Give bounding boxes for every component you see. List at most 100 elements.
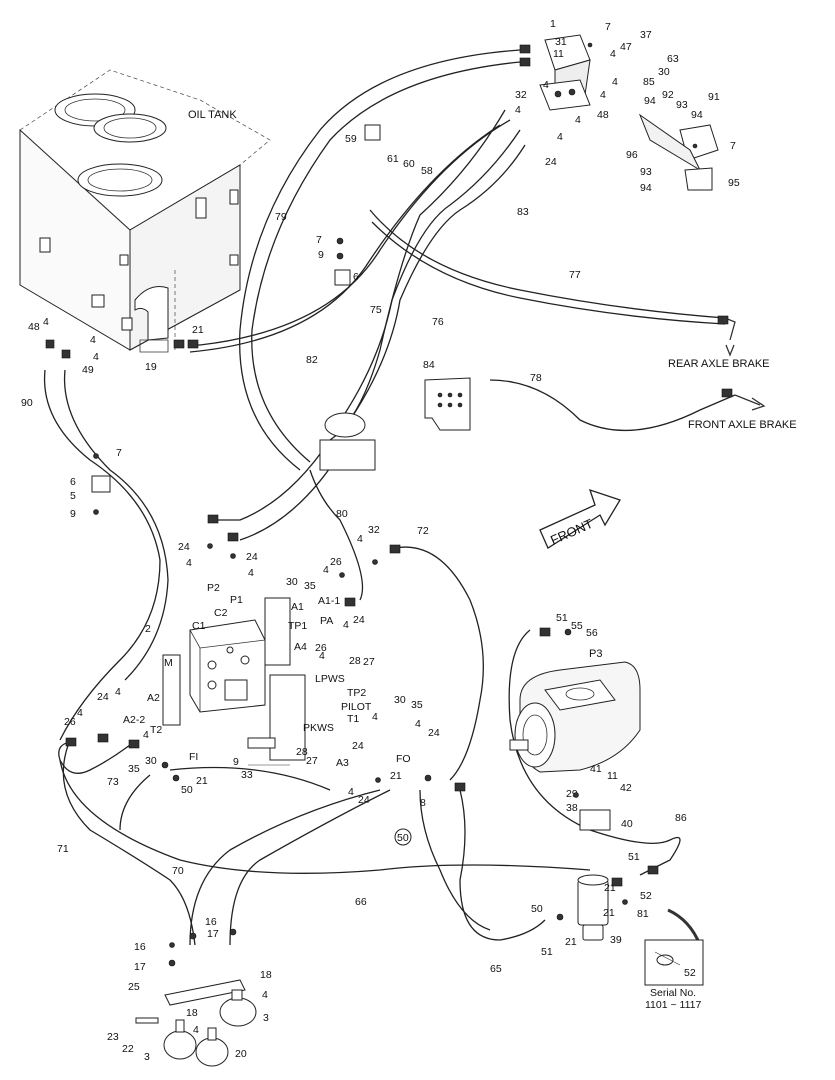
part-4x: 4 <box>193 1024 199 1036</box>
part-95: 95 <box>728 177 740 189</box>
oil-tank-label: OIL TANK <box>188 109 237 121</box>
oil-tank <box>19 69 271 353</box>
part-9c: 9 <box>233 756 239 768</box>
part-30: 30 <box>658 66 670 78</box>
part-5: 5 <box>70 490 76 502</box>
port-a2-2: A2-2 <box>123 714 145 726</box>
part-26b: 26 <box>315 642 327 654</box>
front-arrow <box>539 488 621 549</box>
part-6b: 6 <box>70 476 76 488</box>
part-76: 76 <box>432 316 444 328</box>
port-fo: FO <box>396 753 411 765</box>
part-4c: 4 <box>543 79 549 91</box>
part-4f: 4 <box>575 114 581 126</box>
part-72: 72 <box>417 525 429 537</box>
part-20: 20 <box>235 1048 247 1060</box>
part-17b: 17 <box>134 961 146 973</box>
part-21d: 21 <box>604 882 616 894</box>
part-38: 38 <box>566 802 578 814</box>
part-50b: 50 <box>397 832 409 844</box>
port-pa: PA <box>320 615 333 627</box>
part-numbers: 1 7 31 11 37 47 4 63 30 85 4 4 4 32 4 4 … <box>21 18 740 1063</box>
part-11b: 11 <box>607 770 618 782</box>
port-pilot: PILOT <box>341 701 372 713</box>
part-42: 42 <box>620 782 632 794</box>
part-35b: 35 <box>411 699 423 711</box>
part-52b: 52 <box>684 967 696 979</box>
part-49: 49 <box>82 364 94 376</box>
part-4i: 4 <box>90 334 96 346</box>
part-4o: 4 <box>343 619 349 631</box>
part-16b: 16 <box>134 941 146 953</box>
labels: OIL TANK REAR AXLE BRAKE FRONT AXLE BRAK… <box>188 109 797 1011</box>
part-65: 65 <box>490 963 502 975</box>
part-80: 80 <box>336 508 348 520</box>
part-18: 18 <box>260 969 272 981</box>
part-18b: 18 <box>186 1007 198 1019</box>
part-79: 79 <box>275 211 287 223</box>
part-93b: 93 <box>640 166 652 178</box>
part-91: 91 <box>708 91 720 103</box>
port-a2: A2 <box>147 692 160 704</box>
part-4w: 4 <box>262 989 268 1001</box>
part-37: 37 <box>640 29 652 41</box>
part-24c: 24 <box>246 551 258 563</box>
part-8: 8 <box>420 797 426 809</box>
port-t2: T2 <box>150 724 162 736</box>
part-2: 2 <box>145 623 151 635</box>
part-85: 85 <box>643 76 655 88</box>
part-7c: 7 <box>316 234 322 246</box>
port-labels: P2 P1 C1 C2 M A2 A2-2 T2 FI A1 A1-1 TP1 … <box>123 582 602 769</box>
part-3: 3 <box>263 1012 269 1024</box>
part-94b: 94 <box>691 109 703 121</box>
part-4a: 4 <box>610 48 616 60</box>
part-4h: 4 <box>43 316 49 328</box>
part-39: 39 <box>610 934 622 946</box>
part-25: 25 <box>128 981 140 993</box>
part-4m: 4 <box>248 567 254 579</box>
part-30b: 30 <box>286 576 298 588</box>
part-41: 41 <box>590 763 602 775</box>
part-9: 9 <box>318 249 324 261</box>
part-3b: 3 <box>144 1051 150 1063</box>
brake-pedal-valve <box>539 34 719 191</box>
part-50: 50 <box>181 784 193 796</box>
port-a1-1: A1-1 <box>318 595 340 607</box>
part-59: 59 <box>345 133 357 145</box>
part-17: 17 <box>207 928 219 940</box>
part-90: 90 <box>21 397 33 409</box>
accumulators <box>135 979 257 1067</box>
part-92: 92 <box>662 89 674 101</box>
part-7b: 7 <box>730 140 736 152</box>
clamps <box>91 124 471 493</box>
part-4l: 4 <box>186 557 192 569</box>
part-7d: 7 <box>116 447 122 459</box>
part-28b: 28 <box>296 746 308 758</box>
part-7: 7 <box>605 21 611 33</box>
part-94c: 94 <box>640 182 652 194</box>
port-p1: P1 <box>230 594 243 606</box>
part-4b: 4 <box>612 76 618 88</box>
part-24b: 24 <box>178 541 190 553</box>
port-lpws: LPWS <box>315 673 345 685</box>
fittings <box>45 42 733 967</box>
part-84: 84 <box>423 359 435 371</box>
part-96: 96 <box>626 149 638 161</box>
part-51b: 51 <box>628 851 640 863</box>
port-tp2: TP2 <box>347 687 366 699</box>
part-24f: 24 <box>428 727 440 739</box>
part-6: 6 <box>353 271 359 283</box>
port-tp1: TP1 <box>288 620 307 632</box>
part-77: 77 <box>569 269 581 281</box>
port-c1: C1 <box>192 620 206 632</box>
part-50c: 50 <box>531 903 543 915</box>
part-26c: 26 <box>64 716 76 728</box>
part-56: 56 <box>586 627 598 639</box>
part-4d: 4 <box>600 89 606 101</box>
part-33: 33 <box>241 769 253 781</box>
port-a4: A4 <box>294 641 307 653</box>
hydraulic-pump <box>509 661 641 773</box>
part-19: 19 <box>145 361 157 373</box>
part-48: 48 <box>597 109 609 121</box>
part-30d: 30 <box>145 755 157 767</box>
